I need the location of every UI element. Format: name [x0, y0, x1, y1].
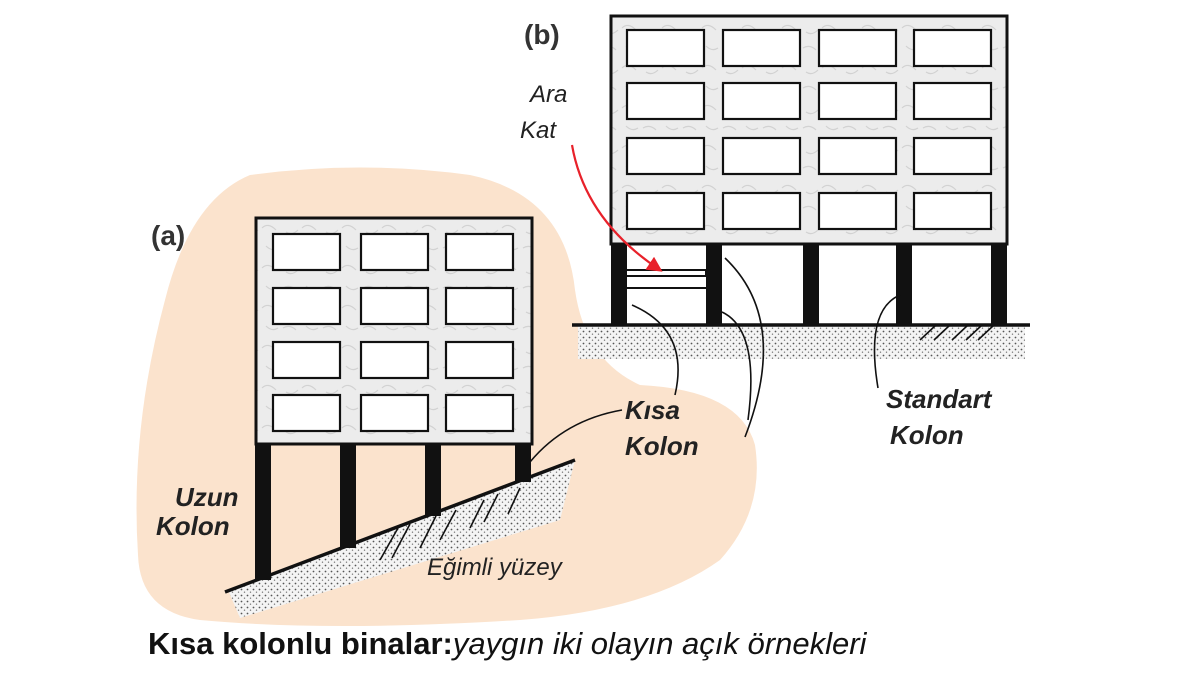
flat-hatching	[919, 324, 995, 341]
uzun-kolon-label-1: Uzun	[175, 482, 239, 512]
flat-ground-fill	[578, 325, 1025, 359]
building-a	[224, 216, 576, 618]
panel-label-b: (b)	[524, 19, 560, 50]
building-b-windows	[625, 28, 993, 231]
short-column-a	[515, 444, 531, 482]
column-b5	[991, 244, 1007, 325]
kisa-kolon-label-1: Kısa	[625, 395, 680, 425]
egimli-yuzey-label: Eğimli yüzey	[427, 554, 564, 581]
figure-caption: Kısa kolonlu binalar:yaygın iki olayın a…	[148, 626, 866, 662]
ara-kat-label-1: Ara	[528, 81, 567, 108]
column-a2	[340, 444, 356, 548]
standart-kolon-label-2: Kolon	[890, 420, 964, 450]
short-column-b2	[706, 244, 722, 325]
caption-italic: yaygın iki olayın açık örnekleri	[452, 626, 867, 661]
long-column	[255, 444, 271, 580]
standard-column	[896, 244, 912, 325]
caption-bold: Kısa kolonlu binalar:	[148, 626, 453, 661]
column-b3	[803, 244, 819, 325]
short-column-b1	[611, 244, 627, 325]
mezzanine-arrow	[570, 144, 663, 272]
standart-kolon-label-1: Standart	[886, 384, 993, 414]
mezzanine-slab	[625, 269, 707, 277]
kisa-kolon-label-2: Kolon	[625, 431, 699, 461]
building-b	[572, 14, 1030, 359]
column-a3	[425, 444, 441, 516]
ara-kat-label-2: Kat	[520, 117, 557, 144]
slope-hatching	[379, 487, 521, 561]
building-a-windows	[271, 232, 515, 433]
uzun-kolon-label-2: Kolon	[156, 511, 230, 541]
panel-label-a: (a)	[151, 220, 185, 251]
leader-lines	[529, 257, 901, 463]
